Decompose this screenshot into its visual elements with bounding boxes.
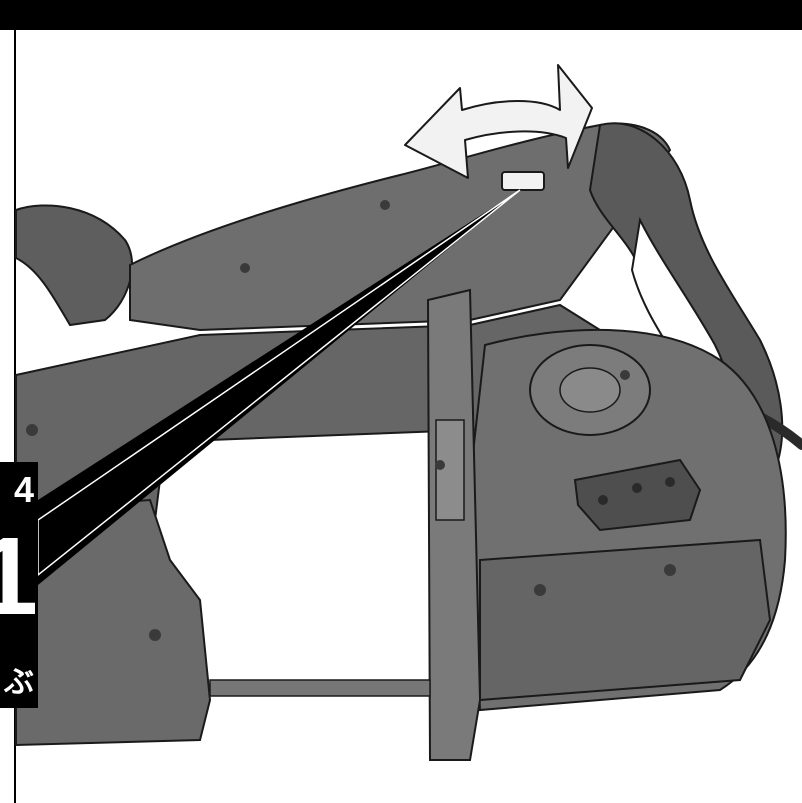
upper-housing — [129, 122, 672, 332]
bracket-screw-2 — [632, 483, 642, 493]
front-grip — [15, 204, 134, 327]
saw-blade — [209, 679, 431, 697]
blade-guide-column — [426, 288, 482, 761]
motor-cap-inner — [559, 367, 621, 413]
screw-3 — [534, 584, 546, 596]
bracket-screw-3 — [665, 477, 675, 487]
top-bar — [0, 0, 802, 30]
callout-box: 4 1 ぶ — [0, 462, 38, 708]
leader-line-highlight — [37, 189, 521, 577]
screw-8 — [240, 263, 250, 273]
screw-2 — [149, 629, 161, 641]
screw-1 — [26, 424, 38, 436]
lower-right-housing — [479, 538, 772, 702]
screw-6 — [620, 370, 630, 380]
callout-top-text: 4 — [13, 469, 34, 510]
switch-lever-icon — [501, 171, 545, 191]
screw-7 — [380, 200, 390, 210]
callout-bottom-text: ぶ — [4, 666, 34, 699]
screw-5 — [435, 460, 445, 470]
leader-line-icon — [38, 190, 520, 585]
bracket-screw-1 — [598, 495, 608, 505]
screw-4 — [664, 564, 676, 576]
double-headed-curved-arrow-icon — [404, 64, 593, 179]
callout-main-text: 1 — [0, 515, 38, 638]
blade-guide-plate — [435, 419, 465, 521]
